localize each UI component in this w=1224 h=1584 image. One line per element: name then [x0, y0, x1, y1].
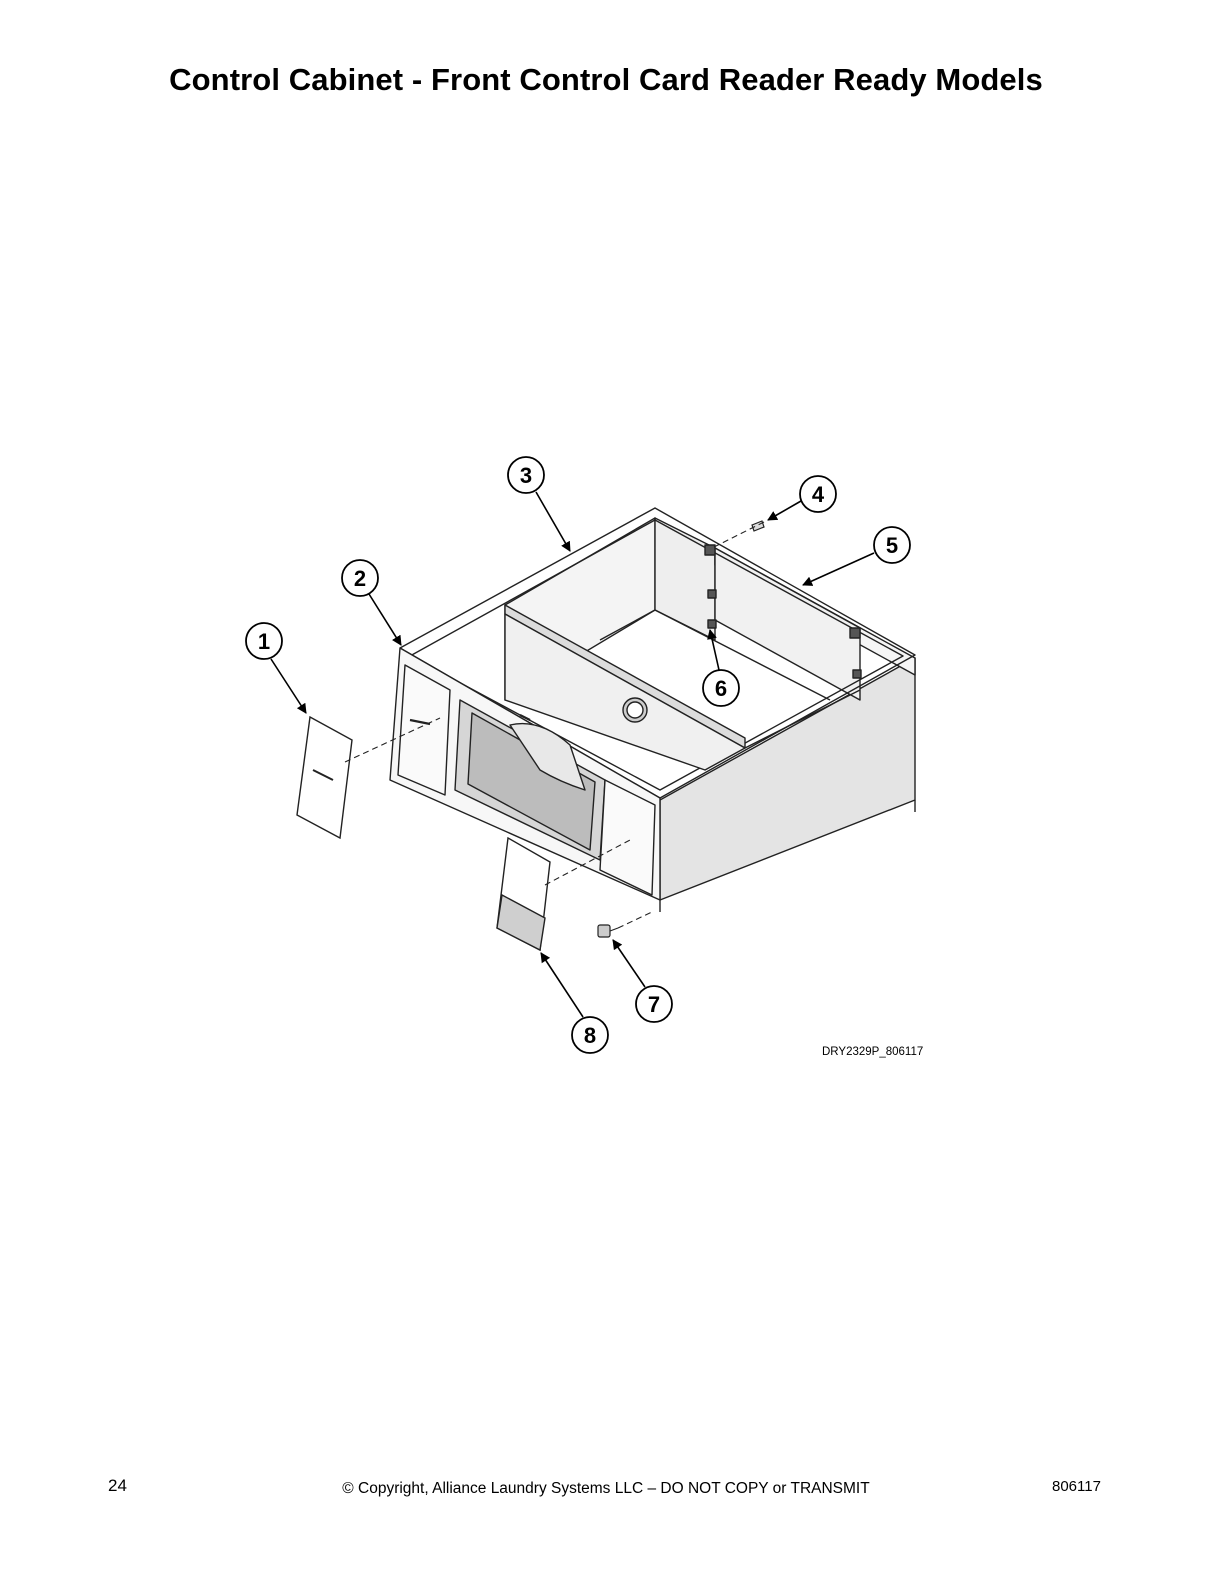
page-number: 24	[108, 1476, 127, 1495]
callout-circle	[873, 526, 911, 564]
callout-2: 2	[341, 559, 379, 597]
part-1-overlay-panel	[296, 715, 353, 840]
callout-6: 6	[702, 669, 740, 707]
callout-3: 3	[507, 456, 545, 494]
callout-label: 1	[258, 629, 270, 654]
document-number: 806117	[1052, 1478, 1101, 1495]
control-cabinet-illustration	[389, 507, 916, 912]
callout-circle	[571, 1016, 609, 1054]
alignment-lines	[344, 521, 765, 929]
callout-7: 7	[635, 985, 673, 1023]
callout-label: 6	[715, 676, 727, 701]
callout-circle	[635, 985, 673, 1023]
page-title: Control Cabinet - Front Control Card Rea…	[169, 62, 1043, 97]
callout-label: 4	[812, 482, 825, 507]
part-8-overlay-panel	[496, 836, 551, 952]
callout-circle	[245, 622, 283, 660]
callout-label: 3	[520, 463, 532, 488]
callout-label: 8	[584, 1023, 596, 1048]
callout-circle	[507, 456, 545, 494]
leader-arrows	[270, 491, 875, 1018]
copyright-notice: © Copyright, Alliance Laundry Systems LL…	[342, 1480, 870, 1497]
callout-5: 5	[873, 526, 911, 564]
callout-8: 8	[571, 1016, 609, 1054]
callout-label: 2	[354, 566, 366, 591]
callout-circle	[702, 669, 740, 707]
callout-1: 1	[245, 622, 283, 660]
callout-circle	[799, 475, 837, 513]
callout-label: 5	[886, 533, 898, 558]
callout-4: 4	[799, 475, 837, 513]
part-7-screw	[597, 924, 619, 938]
callout-circle	[341, 559, 379, 597]
drawing-id: DRY2329P_806117	[822, 1046, 923, 1058]
callout-label: 7	[648, 992, 660, 1017]
